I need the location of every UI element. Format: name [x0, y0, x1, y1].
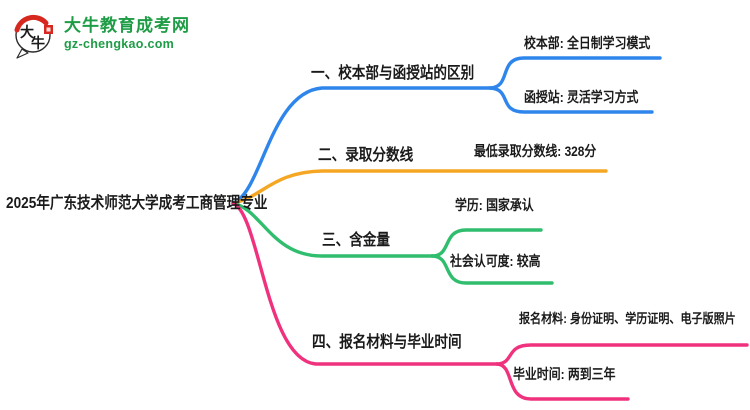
branch-materials-line [231, 201, 499, 366]
branch-campus-label: 一、校本部与函授站的区别 [311, 65, 475, 82]
branch-value-child-2: 社会认可度: 较高 [450, 253, 541, 269]
svg-text:大: 大 [20, 24, 34, 41]
branch-value-line [231, 201, 434, 258]
logo-badge-icon: 大 牛 [12, 13, 58, 61]
branch-value-child-1: 学历: 国家承认 [455, 197, 534, 213]
branch-campus-child-2: 函授站: 灵活学习方式 [524, 89, 639, 105]
branch-materials-child-2: 毕业时间: 两到三年 [513, 366, 616, 382]
logo-url: gz-chengkao.com [64, 36, 175, 51]
branch-value-child-2-line [430, 254, 554, 285]
branch-value-child-1-line [430, 228, 543, 258]
branch-score-line [231, 169, 608, 205]
branch-campus-child-1-line [488, 56, 662, 90]
svg-text:牛: 牛 [31, 35, 45, 52]
branch-score-child-1: 最低录取分数线: 328分 [474, 143, 597, 159]
root-node: 2025年广东技术师范大学成考工商管理专业 [6, 195, 268, 212]
branch-materials-label: 四、报名材料与毕业时间 [312, 334, 462, 351]
branch-campus-child-1: 校本部: 全日制学习模式 [524, 35, 651, 51]
branch-materials-child-1: 报名材料: 身份证明、学历证明、电子版照片 [519, 311, 736, 326]
site-logo: 大 牛 大牛教育成考网 gz-chengkao.com [12, 13, 190, 61]
branch-materials-child-1-line [495, 343, 749, 366]
branch-materials-child-2-line [495, 362, 630, 401]
logo-title: 大牛教育成考网 [64, 16, 190, 35]
branch-campus-line [231, 86, 492, 205]
branch-value-label: 三、含金量 [322, 232, 391, 249]
branch-campus-child-2-line [488, 86, 654, 114]
branch-score-label: 二、录取分数线 [318, 147, 414, 164]
